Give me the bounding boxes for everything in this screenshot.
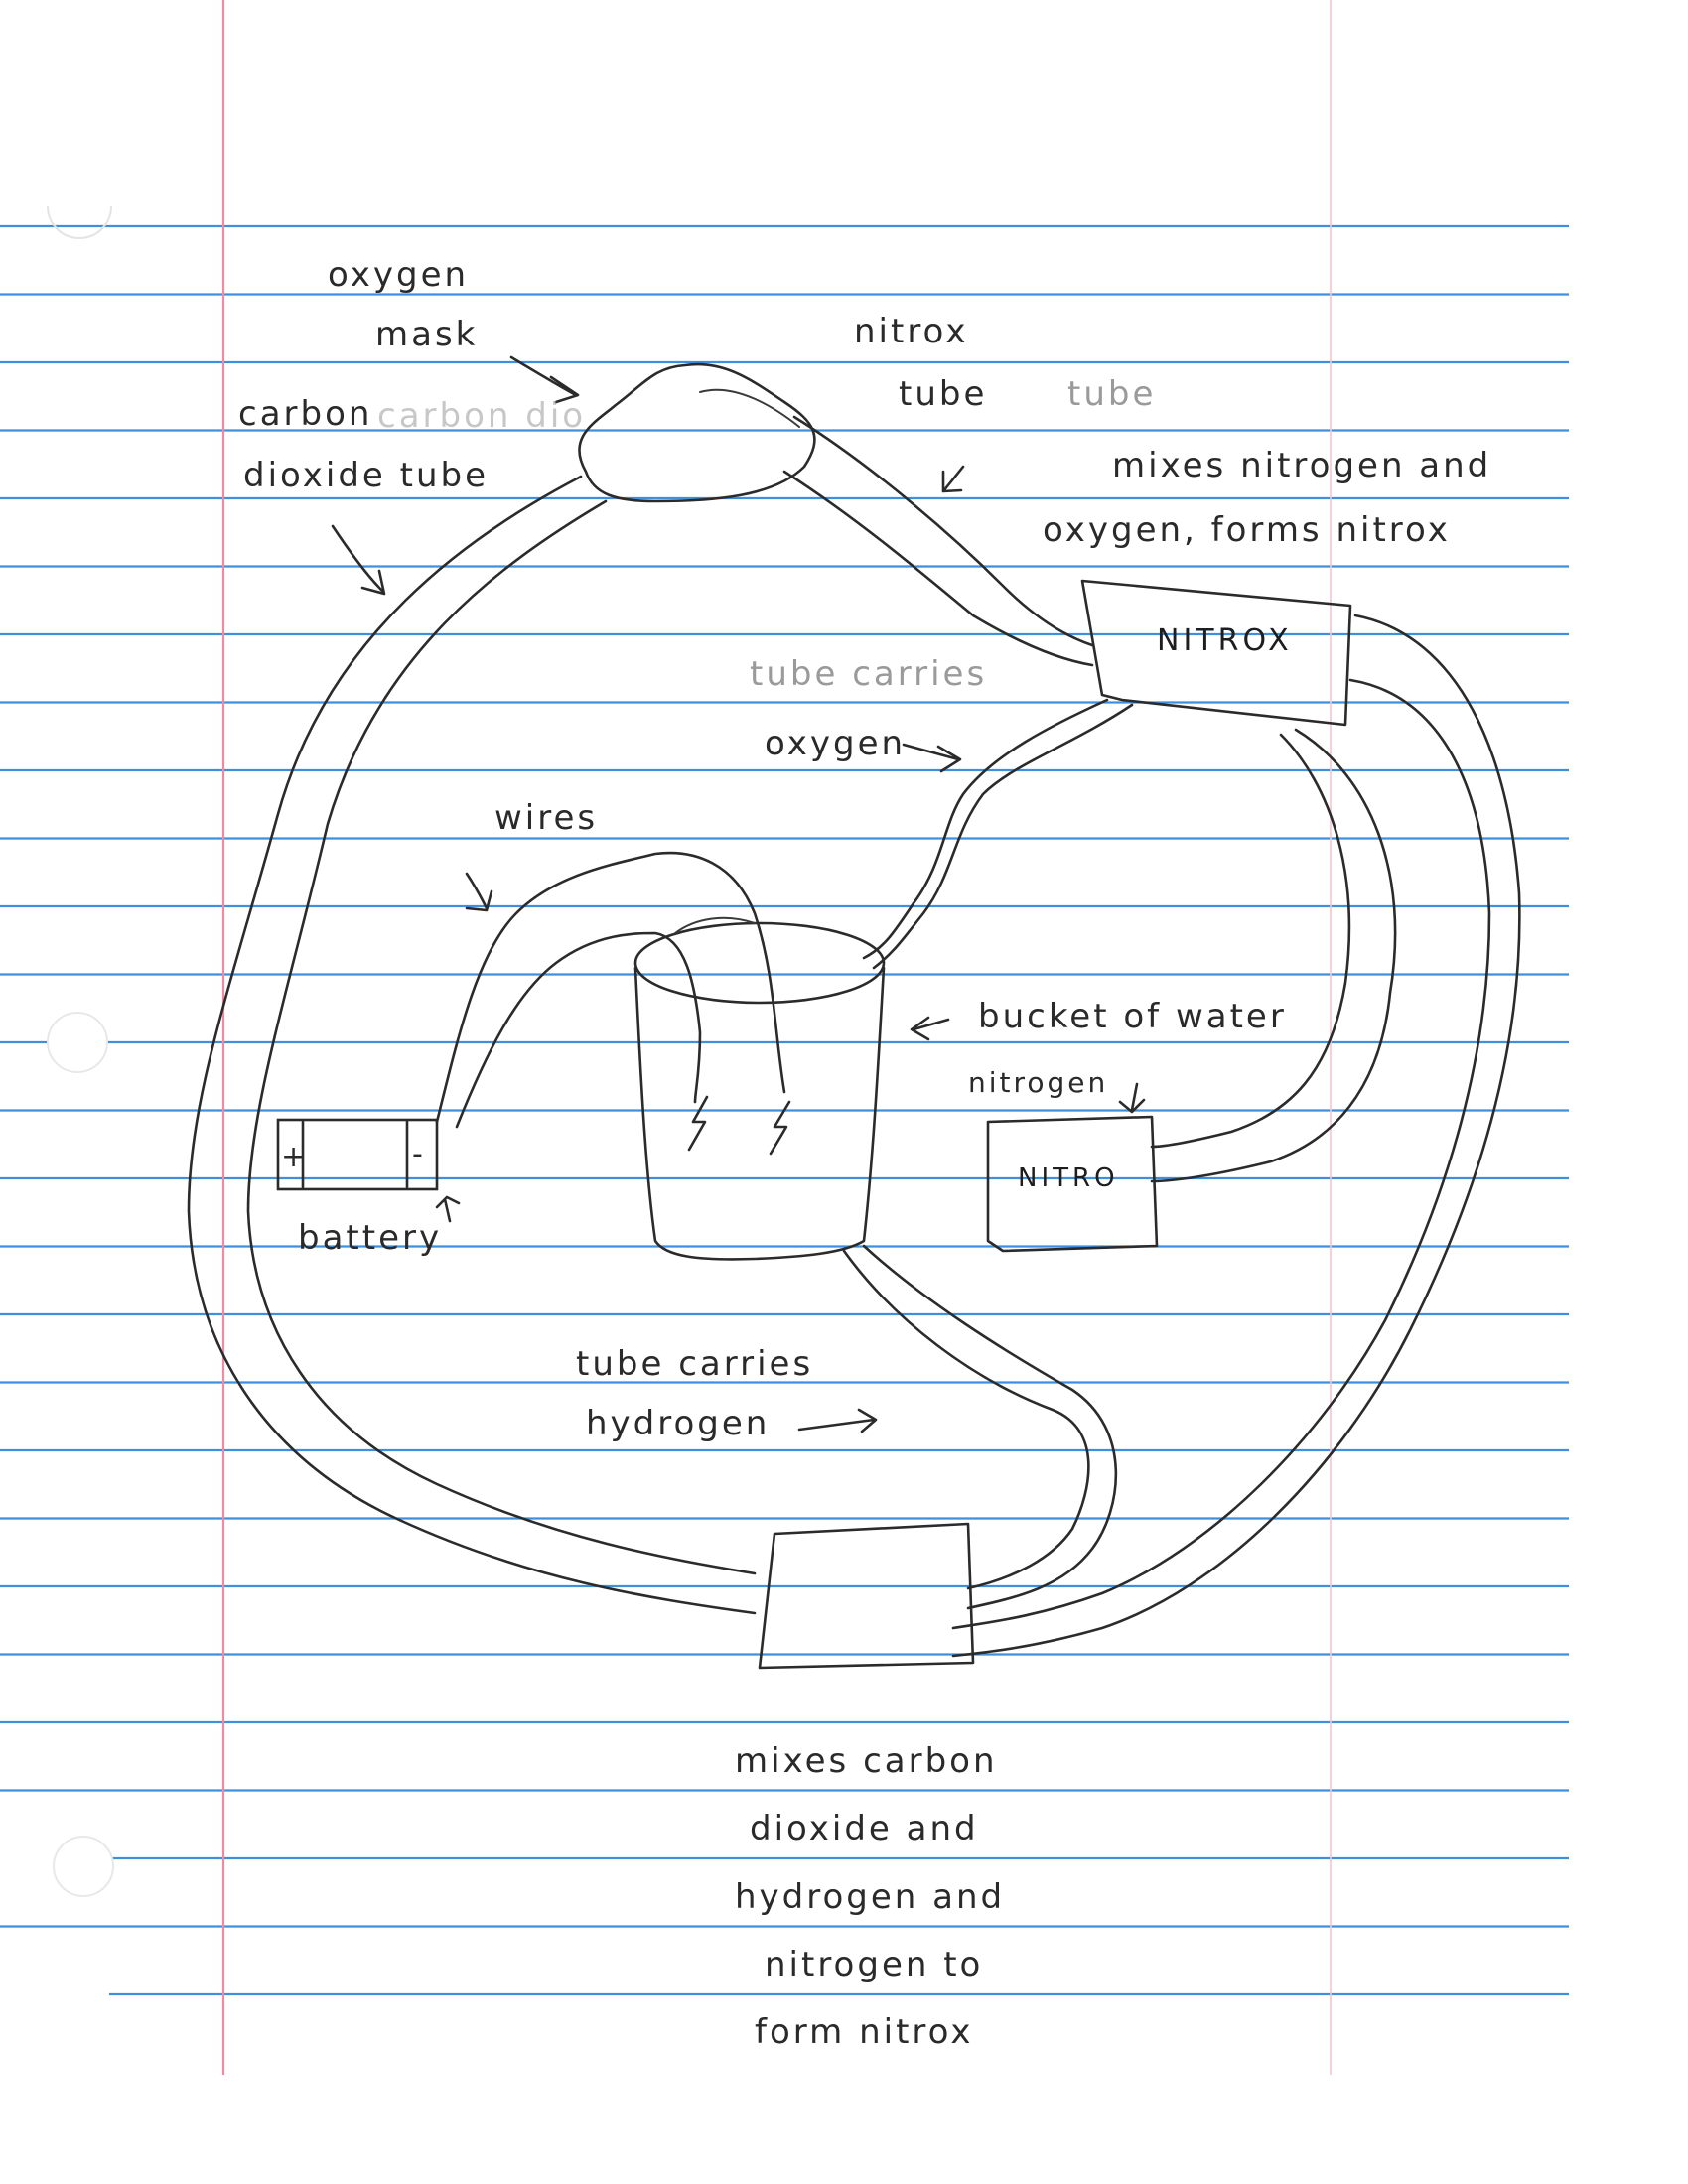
wire-outer	[435, 851, 786, 1124]
label-mixer-bottom-line4: nitrogen to	[765, 1945, 983, 1984]
label-mixer-top-line2: oxygen, forms nitrox	[1043, 510, 1451, 550]
battery-body	[276, 1118, 439, 1191]
label-co2-line1: carbon	[238, 394, 372, 434]
lightning-icon	[687, 1095, 709, 1152]
label-nitrox-tube-line2: tube	[899, 374, 987, 414]
label-mixer-bottom-line2: dioxide and	[750, 1809, 979, 1848]
nitro-box-label: NITRO	[1018, 1163, 1119, 1193]
label-hydrogen-tube-line2: hydrogen	[586, 1404, 770, 1443]
label-co2-line2: dioxide tube	[243, 456, 489, 495]
nitrox-tube-upper	[792, 415, 1094, 647]
nitrox-box-label: NITROX	[1157, 623, 1293, 658]
co2-tube-outer	[187, 475, 757, 1615]
hydrogen-tube-inner	[862, 1244, 1118, 1610]
nitrox-box	[1080, 579, 1352, 727]
arrow-to-battery	[435, 1195, 461, 1223]
wire-top-loop	[674, 916, 756, 934]
arrow-to-bucket	[910, 1016, 950, 1041]
oxygen-tube-inner	[862, 698, 1109, 960]
wire-inner	[455, 931, 702, 1129]
label-bucket: bucket of water	[978, 997, 1287, 1036]
bottom-mixer-box	[758, 1522, 975, 1670]
label-battery: battery	[298, 1218, 442, 1258]
binder-holes	[47, 205, 114, 1897]
nitrox-tube-lower	[782, 470, 1094, 667]
arrow-to-co2-tube	[331, 524, 386, 596]
nitro-box	[986, 1115, 1159, 1253]
co2-tube-inner	[246, 499, 757, 1575]
nitrogen-tube-inner	[1150, 733, 1351, 1149]
label-oxygen-mask-line2: mask	[375, 315, 478, 354]
label-mixer-bottom-line1: mixes carbon	[735, 1741, 998, 1781]
battery-minus-label: -	[412, 1137, 423, 1171]
lightning-icon	[769, 1100, 791, 1156]
bucket-body	[633, 966, 886, 1261]
arrow-to-hydrogen-tube	[797, 1408, 878, 1433]
mask-strap	[699, 388, 800, 428]
label-mixer-bottom-line5: form nitrox	[755, 2012, 974, 2052]
label-nitrox-tube-line1: nitrox	[854, 312, 968, 351]
label-hydrogen-tube-line1: tube carries	[576, 1344, 813, 1384]
arrow-to-nitrox-tube	[941, 465, 965, 493]
arrow-to-nitro	[1118, 1082, 1146, 1114]
label-nitrox-tube-faint: tube	[1067, 374, 1156, 414]
nitrox-return-tube-inner	[951, 678, 1491, 1630]
arrow-to-mask	[509, 355, 580, 404]
labels: oxygen mask nitrox tube tube carbon dio …	[238, 255, 1491, 2052]
label-mixer-top-line1: mixes nitrogen and	[1112, 446, 1491, 485]
battery-plus-label: +	[281, 1140, 306, 1174]
nitrox-return-tube-outer	[951, 614, 1521, 1658]
nitrox-system-drawing: NITROX NITRO + -	[187, 355, 1521, 1670]
oxygen-mask	[578, 362, 816, 503]
arrow-to-wires	[465, 872, 493, 912]
label-nitrogen: nitrogen	[968, 1066, 1108, 1099]
arrow-to-oxygen-tube	[902, 743, 962, 773]
oxygen-tube-outer	[872, 703, 1134, 970]
bucket-rim	[633, 921, 886, 1005]
hydrogen-tube-outer	[842, 1249, 1090, 1590]
label-co2-faint: carbon dio	[377, 396, 586, 436]
label-oxygen-mask-line1: oxygen	[328, 255, 469, 295]
label-oxygen-tube-line2: oxygen	[765, 724, 906, 763]
label-wires: wires	[494, 798, 598, 838]
label-oxygen-tube-line1: tube carries	[750, 654, 987, 694]
label-mixer-bottom-line3: hydrogen and	[735, 1877, 1005, 1917]
nitrogen-tube-outer	[1150, 728, 1397, 1183]
